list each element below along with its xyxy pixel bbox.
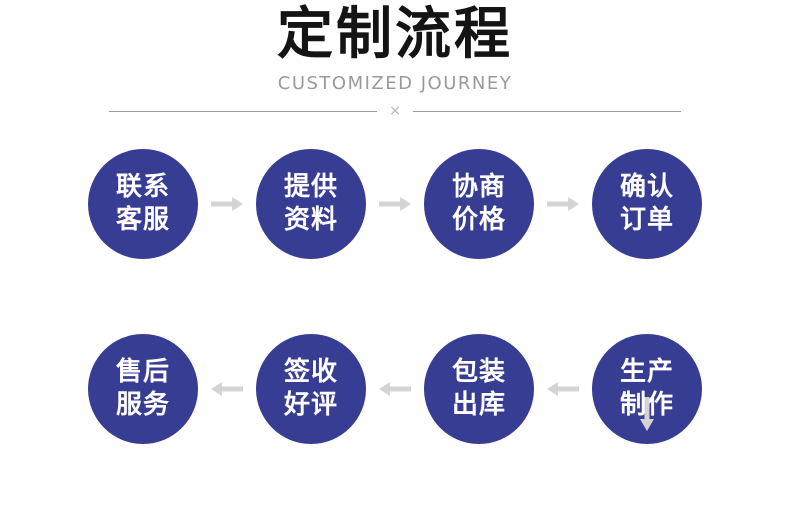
- flow-step-provide-materials: 提供 资料: [256, 149, 366, 259]
- arrow-down-icon: [640, 397, 654, 431]
- step-label-line: 生产: [619, 357, 674, 387]
- flow-step-contact-service: 联系 客服: [88, 149, 198, 259]
- arrow-right-icon: [211, 197, 243, 211]
- step-label-line: 资料: [283, 205, 338, 235]
- step-label-line: 服务: [115, 390, 170, 420]
- arrow-right-icon: [379, 197, 411, 211]
- step-label-line: 签收: [283, 357, 338, 387]
- step-label-line: 协商: [451, 172, 506, 202]
- process-flow: 联系 客服 提供 资料 协商 价格: [0, 149, 790, 444]
- step-label-line: 客服: [115, 205, 170, 235]
- page-title: 定制流程: [277, 2, 513, 67]
- connector: [366, 196, 424, 212]
- arrow-left-icon: [547, 382, 579, 396]
- step-label-line: 价格: [451, 205, 506, 235]
- flow-row-1: 联系 客服 提供 资料 协商 价格: [88, 149, 702, 259]
- divider-line-right: [412, 110, 682, 112]
- connector: [198, 381, 256, 397]
- connector: [534, 381, 592, 397]
- page-subtitle: CUSTOMIZED JOURNEY: [277, 73, 513, 94]
- arrow-left-icon: [211, 382, 243, 396]
- step-label-line: 确认: [619, 172, 674, 202]
- flow-row-2: 售后 服务 签收 好评 包装 出库: [88, 334, 702, 444]
- step-label-line: 提供: [283, 172, 338, 202]
- connector: [198, 196, 256, 212]
- x-divider-icon: ×: [389, 103, 401, 119]
- arrow-right-icon: [547, 197, 579, 211]
- flow-step-pack-and-ship: 包装 出库: [424, 334, 534, 444]
- step-label-line: 联系: [115, 172, 170, 202]
- flow-step-sign-and-review: 签收 好评: [256, 334, 366, 444]
- connector: [639, 397, 655, 431]
- divider-line-left: [109, 110, 378, 112]
- step-label-line: 出库: [451, 390, 506, 420]
- connector: [534, 196, 592, 212]
- flow-step-negotiate-price: 协商 价格: [424, 149, 534, 259]
- step-label-line: 好评: [283, 390, 338, 420]
- connector: [366, 381, 424, 397]
- step-label-line: 订单: [619, 205, 674, 235]
- divider: ×: [109, 103, 682, 119]
- flow-step-confirm-order: 确认 订单: [592, 149, 702, 259]
- step-label-line: 售后: [115, 357, 170, 387]
- arrow-left-icon: [379, 382, 411, 396]
- flow-step-after-sales-service: 售后 服务: [88, 334, 198, 444]
- step-label-line: 包装: [451, 357, 506, 387]
